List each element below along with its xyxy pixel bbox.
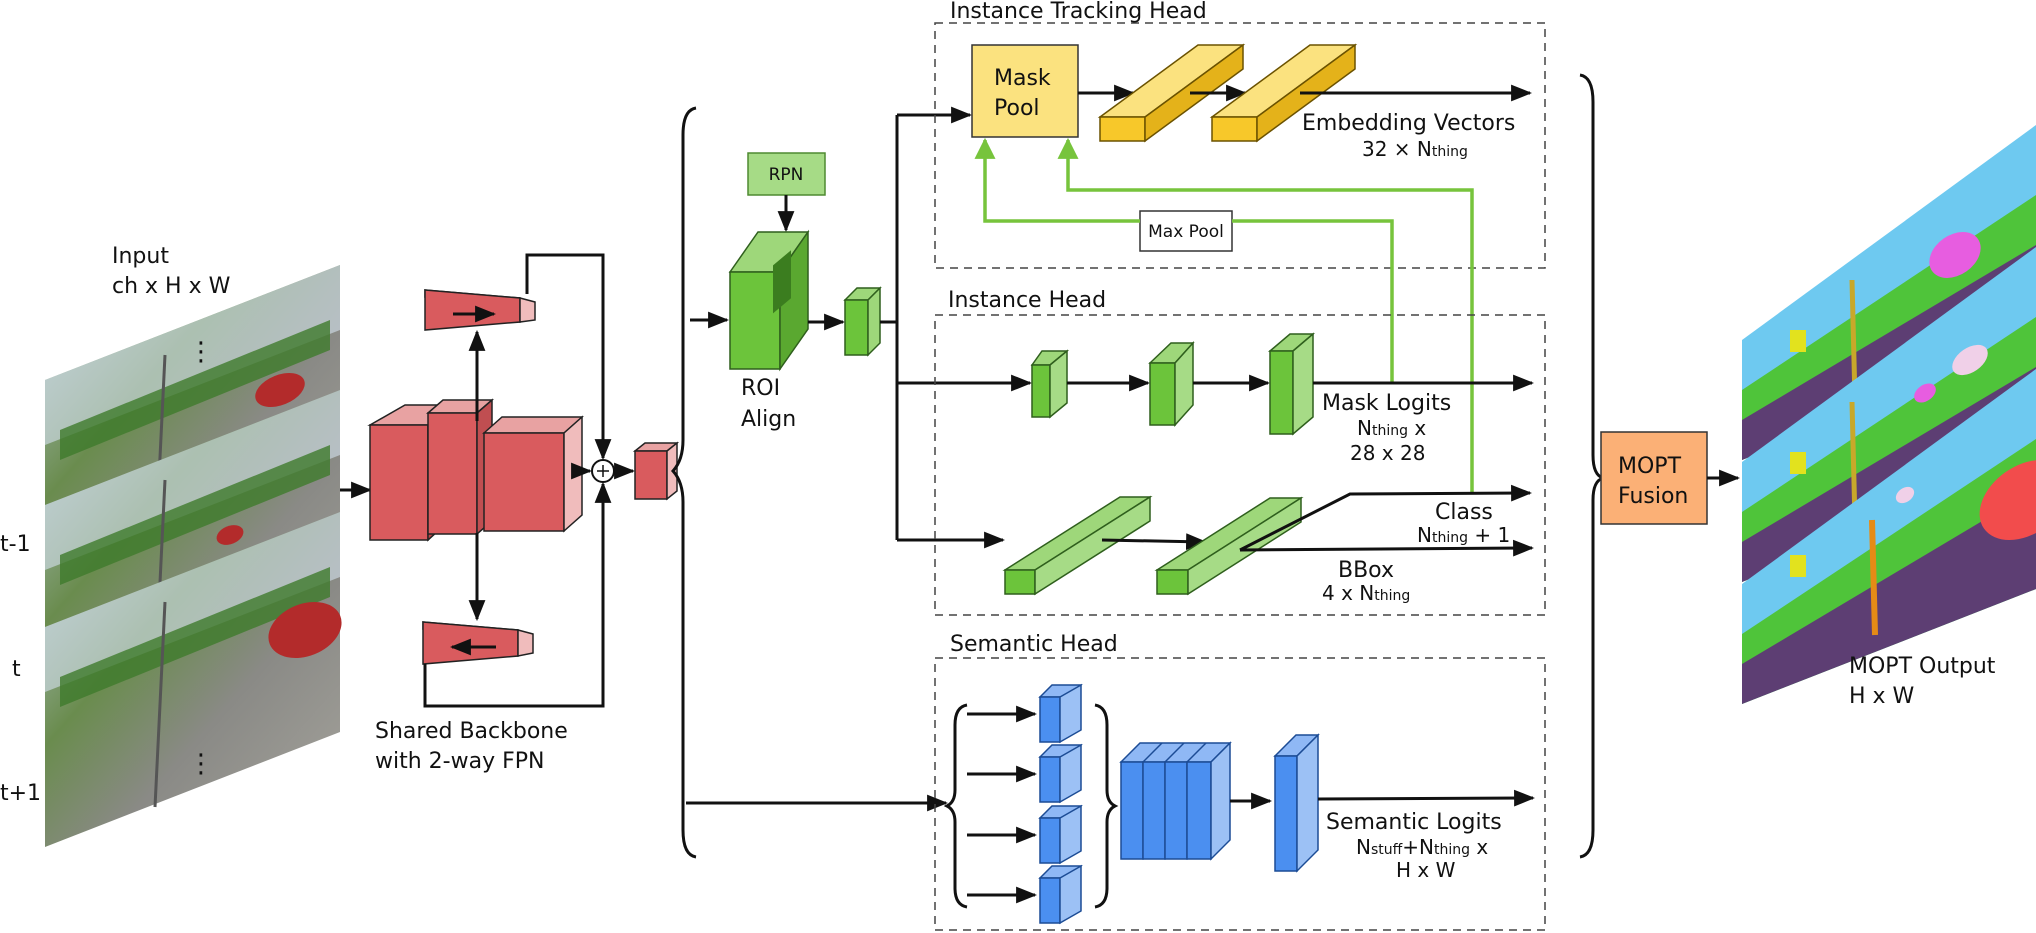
fpn-bottom-branch: [422, 621, 534, 665]
backbone-block: [367, 398, 584, 542]
backbone-label-line2: with 2-way FPN: [375, 749, 544, 774]
roi-label-line2: Align: [741, 407, 796, 432]
semantic-output-line1: Semantic Logits: [1326, 810, 1502, 835]
input-frames: [45, 265, 342, 847]
output-frame-2: [1742, 247, 2036, 582]
mask-conv-1: [1030, 349, 1070, 419]
input-dims: ch x H x W: [112, 274, 231, 299]
max-pool-label: Max Pool: [1148, 222, 1224, 242]
backbone-label-line1: Shared Backbone: [375, 719, 568, 744]
semantic-output-line3: H x W: [1396, 858, 1456, 882]
fusion-line2: Fusion: [1618, 484, 1688, 509]
mask-conv-2: [1148, 341, 1195, 427]
max-pool-box: [1139, 210, 1233, 252]
input-frame-t-plus-1: [45, 512, 342, 847]
brace-right: [1579, 73, 1609, 859]
rpn-box: [747, 152, 826, 196]
fc-layer-1: [1002, 495, 1153, 596]
roi-label-line1: ROI: [741, 376, 780, 401]
semantic-brace-left: [943, 703, 968, 909]
semantic-dpc-modules: [1038, 683, 1083, 925]
semantic-final-conv: [1273, 733, 1320, 873]
semantic-head-title: Semantic Head: [950, 632, 1118, 657]
tracking-head-box: [934, 22, 1546, 269]
mask-logits-line3: 28 x 28: [1350, 441, 1425, 465]
embedding-output-line1: Embedding Vectors: [1302, 111, 1515, 136]
input-title: Input: [112, 244, 169, 269]
instance-head-title: Instance Head: [948, 288, 1106, 313]
green-skip-connections: [974, 137, 1474, 493]
input-ellipsis-bottom: ⋮: [188, 749, 214, 779]
mask-pool-box: [971, 44, 1079, 138]
frame-label-t: t: [12, 657, 21, 682]
tracking-head-title: Instance Tracking Head: [950, 0, 1207, 24]
bbox-output-line1: BBox: [1338, 558, 1394, 583]
instance-head-box: [934, 314, 1546, 616]
semantic-output-line2: Nstuff+Nthing x: [1356, 835, 1488, 859]
fused-feature-cube: [632, 441, 680, 501]
mask-logits-line1: Mask Logits: [1322, 391, 1451, 416]
fc-layer-2: [1154, 496, 1304, 596]
output-label-line1: MOPT Output: [1849, 654, 1996, 679]
roi-feature-cube: [843, 286, 882, 357]
frame-label-t-plus-1: t+1: [0, 781, 41, 806]
class-output-line2: Nthing + 1: [1417, 523, 1510, 547]
mopt-fusion-box: [1600, 431, 1708, 525]
fpn-top-branch: [424, 289, 536, 331]
fusion-line1: MOPT: [1618, 454, 1682, 479]
semantic-brace-right: [1094, 703, 1119, 909]
semantic-concat-block: [1119, 741, 1232, 861]
output-frames: [1742, 125, 2036, 704]
roi-align-block: [728, 229, 810, 372]
bbox-output-line2: 4 x Nthing: [1322, 581, 1410, 605]
output-label-line2: H x W: [1849, 684, 1915, 709]
mask-pool-line1: Mask: [994, 66, 1051, 91]
class-output-line1: Class: [1435, 500, 1493, 525]
embedding-output-line2: 32 × Nthing: [1362, 137, 1468, 161]
rpn-label: RPN: [769, 165, 804, 185]
mask-pool-line2: Pool: [994, 96, 1040, 121]
brace-left: [670, 106, 697, 859]
frame-label-t-minus-1: t-1: [0, 532, 31, 557]
input-ellipsis-top: ⋮: [188, 337, 214, 367]
mask-logits-line2: Nthing x: [1357, 416, 1426, 440]
output-frame-3: [1742, 369, 2036, 704]
semantic-head-box: [934, 657, 1546, 931]
mask-conv-3: [1267, 332, 1316, 436]
